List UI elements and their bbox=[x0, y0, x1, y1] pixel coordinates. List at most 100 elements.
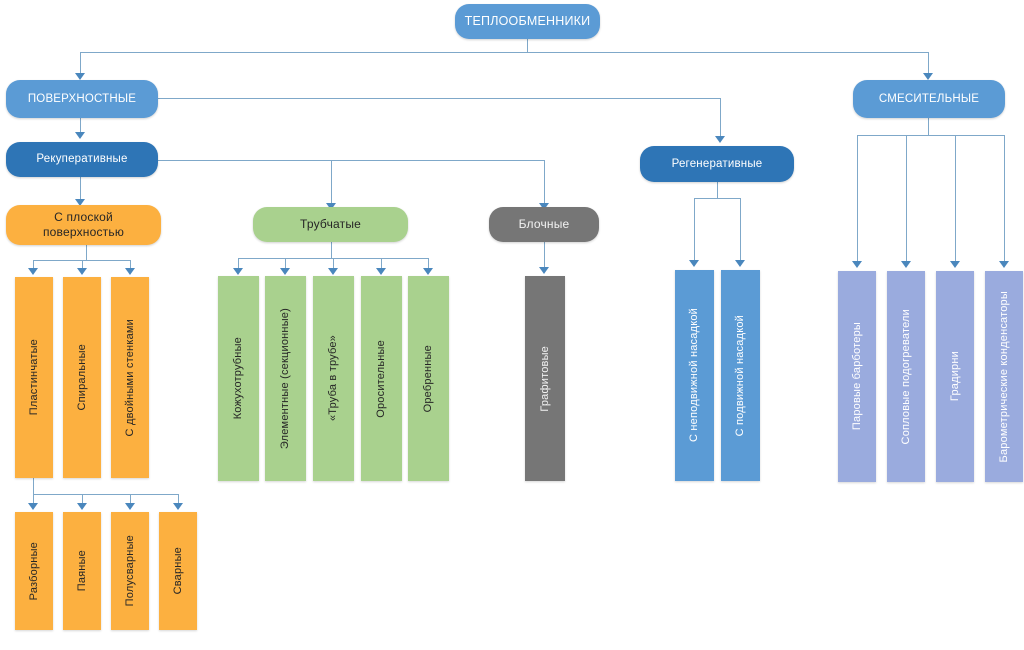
bar-razbornye[interactable]: Разборные bbox=[15, 512, 53, 630]
connector-surface-to-regenerative-h bbox=[158, 98, 720, 99]
arrow-flat-to-spiral bbox=[77, 268, 87, 275]
connector-surface-to-regenerative-v bbox=[720, 98, 721, 138]
bar-poluswarnye-label: Полусварные bbox=[123, 535, 136, 607]
node-group-tubular[interactable]: Трубчатые bbox=[253, 207, 408, 242]
bar-pipe-in-pipe-label: «Труба в трубе» bbox=[327, 335, 339, 422]
connector-root-stem bbox=[527, 38, 528, 52]
bar-spiral-type[interactable]: Спиральные bbox=[63, 277, 101, 478]
connector-flat-bus bbox=[33, 260, 130, 261]
arrow-root-to-surface bbox=[75, 73, 85, 80]
bar-fixed-packing[interactable]: С неподвижной насадкой bbox=[675, 270, 714, 481]
node-recuperative[interactable]: Рекуперативные bbox=[6, 142, 158, 177]
bar-steam-bubblers[interactable]: Паровые барботеры bbox=[838, 271, 876, 482]
bar-element-sectional[interactable]: Элементные (секционные) bbox=[265, 276, 306, 481]
bar-plate-type[interactable]: Пластинчатые bbox=[15, 277, 53, 478]
connector-root-to-surface bbox=[80, 52, 81, 75]
arrow-recuperative-to-block bbox=[539, 203, 549, 210]
bar-steam-bubblers-label: Паровые барботеры bbox=[850, 322, 863, 431]
connector-recuperative-stem bbox=[80, 176, 81, 201]
node-mixing-type[interactable]: СМЕСИТЕЛЬНЫЕ bbox=[853, 80, 1005, 118]
arrow-plate-to-poluswarnye bbox=[125, 503, 135, 510]
bar-nozzle-heaters[interactable]: Сопловые подогреватели bbox=[887, 271, 925, 482]
arrow-plate-to-payanye bbox=[77, 503, 87, 510]
node-group-block[interactable]: Блочные bbox=[489, 207, 599, 242]
node-group-tubular-label: Трубчатые bbox=[299, 217, 362, 231]
bar-shell-and-tube[interactable]: Кожухотрубные bbox=[218, 276, 259, 481]
connector-mixing-to-gradirni bbox=[955, 135, 956, 263]
bar-double-wall-type-label: С двойными стенками bbox=[123, 318, 136, 437]
connector-tubular-stem bbox=[331, 241, 332, 258]
bar-finned[interactable]: Оребренные bbox=[408, 276, 449, 481]
node-surface-type[interactable]: ПОВЕРХНОСТНЫЕ bbox=[6, 80, 158, 118]
connector-recuperative-to-tubular bbox=[331, 160, 332, 205]
node-group-flat-surface[interactable]: С плоской поверхностью bbox=[6, 205, 161, 245]
connector-tubular-to-finned bbox=[428, 258, 429, 270]
connector-flat-to-doublewall bbox=[130, 260, 131, 270]
connector-plate-stem bbox=[33, 478, 34, 494]
connector-regenerative-stem bbox=[717, 181, 718, 198]
bar-cooling-towers-label: Градирни bbox=[948, 351, 961, 402]
node-regenerative-label: Регенеративные bbox=[671, 157, 763, 170]
arrow-regenerative-to-moving bbox=[735, 260, 745, 267]
connector-plate-bus bbox=[33, 494, 178, 495]
arrow-root-to-mixing bbox=[923, 73, 933, 80]
arrow-flat-to-plate bbox=[28, 268, 38, 275]
bar-barometric-condensers-label: Барометрические конденсаторы bbox=[997, 290, 1010, 463]
node-root-label: ТЕПЛООБМЕННИКИ bbox=[464, 13, 591, 28]
connector-recuperative-to-block bbox=[544, 160, 545, 205]
connector-tubular-to-irrigation bbox=[381, 258, 382, 270]
bar-moving-packing[interactable]: С подвижной насадкой bbox=[721, 270, 760, 481]
bar-element-sectional-label: Элементные (секционные) bbox=[279, 307, 291, 450]
arrow-mixing-to-gradirni bbox=[950, 261, 960, 268]
connector-block-to-graphite bbox=[544, 241, 545, 269]
bar-pipe-in-pipe[interactable]: «Труба в трубе» bbox=[313, 276, 354, 481]
arrow-plate-to-razbornye bbox=[28, 503, 38, 510]
arrow-mixing-to-barboter bbox=[852, 261, 862, 268]
node-root-heat-exchangers[interactable]: ТЕПЛООБМЕННИКИ bbox=[455, 4, 600, 39]
arrow-tubular-to-irrigation bbox=[376, 268, 386, 275]
node-group-block-label: Блочные bbox=[518, 217, 570, 231]
arrow-regenerative-to-fixed bbox=[689, 260, 699, 267]
node-mixing-label: СМЕСИТЕЛЬНЫЕ bbox=[878, 92, 980, 105]
bar-irrigation[interactable]: Оросительные bbox=[361, 276, 402, 481]
arrow-tubular-to-shelltube bbox=[233, 268, 243, 275]
bar-plate-type-label: Пластинчатые bbox=[27, 339, 40, 416]
arrow-surface-to-recuperative bbox=[75, 132, 85, 139]
arrow-tubular-to-pipeinpipe bbox=[328, 268, 338, 275]
arrow-plate-to-swarnye bbox=[173, 503, 183, 510]
connector-plate-to-swarnye bbox=[178, 494, 179, 505]
connector-mixing-to-soplovye bbox=[906, 135, 907, 263]
arrow-tubular-to-element bbox=[280, 268, 290, 275]
connector-flat-to-spiral bbox=[82, 260, 83, 270]
bar-graphite[interactable]: Графитовые bbox=[525, 276, 565, 481]
connector-mixing-bus bbox=[857, 135, 1004, 136]
node-group-flat-surface-label: С плоской поверхностью bbox=[42, 210, 125, 239]
bar-irrigation-label: Оросительные bbox=[375, 339, 387, 418]
connector-tubular-to-pipeinpipe bbox=[333, 258, 334, 270]
bar-poluswarnye[interactable]: Полусварные bbox=[111, 512, 149, 630]
bar-spiral-type-label: Спиральные bbox=[75, 344, 88, 411]
bar-finned-label: Оребренные bbox=[422, 344, 434, 413]
arrow-recuperative-to-flat bbox=[75, 199, 85, 206]
connector-flat-to-plate bbox=[33, 260, 34, 270]
connector-plate-to-razbornye bbox=[33, 494, 34, 505]
arrow-flat-to-doublewall bbox=[125, 268, 135, 275]
connector-mixing-stem bbox=[928, 117, 929, 135]
arrow-mixing-to-soplovye bbox=[901, 261, 911, 268]
arrow-tubular-to-finned bbox=[423, 268, 433, 275]
connector-regenerative-to-fixed bbox=[694, 198, 695, 262]
bar-moving-packing-label: С подвижной насадкой bbox=[734, 314, 746, 437]
bar-double-wall-type[interactable]: С двойными стенками bbox=[111, 277, 149, 478]
connector-mixing-to-barboter bbox=[857, 135, 858, 263]
bar-cooling-towers[interactable]: Градирни bbox=[936, 271, 974, 482]
bar-barometric-condensers[interactable]: Барометрические конденсаторы bbox=[985, 271, 1023, 482]
bar-payanye[interactable]: Паяные bbox=[63, 512, 101, 630]
bar-razbornye-label: Разборные bbox=[27, 541, 40, 601]
connector-mixing-to-barometric bbox=[1004, 135, 1005, 263]
node-surface-label: ПОВЕРХНОСТНЫЕ bbox=[27, 92, 137, 105]
node-regenerative[interactable]: Регенеративные bbox=[640, 146, 794, 182]
bar-swarnye[interactable]: Сварные bbox=[159, 512, 197, 630]
bar-nozzle-heaters-label: Сопловые подогреватели bbox=[899, 308, 912, 445]
connector-flat-stem bbox=[86, 244, 87, 260]
